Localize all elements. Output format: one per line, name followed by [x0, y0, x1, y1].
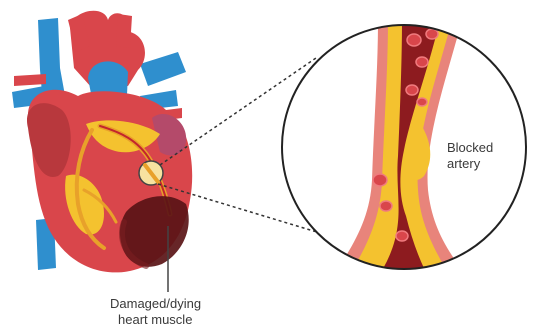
label-blocked: Blocked [447, 140, 493, 155]
label-heart-muscle: heart muscle [118, 312, 192, 327]
heart-illustration [12, 11, 192, 273]
label-damaged-dying: Damaged/dying [110, 296, 201, 311]
aorta-branch-right [116, 14, 132, 48]
blue-vessel-right-top [140, 52, 186, 86]
right-atrium [27, 103, 71, 177]
left-red-vessel [14, 74, 46, 86]
label-artery: artery [447, 156, 480, 171]
